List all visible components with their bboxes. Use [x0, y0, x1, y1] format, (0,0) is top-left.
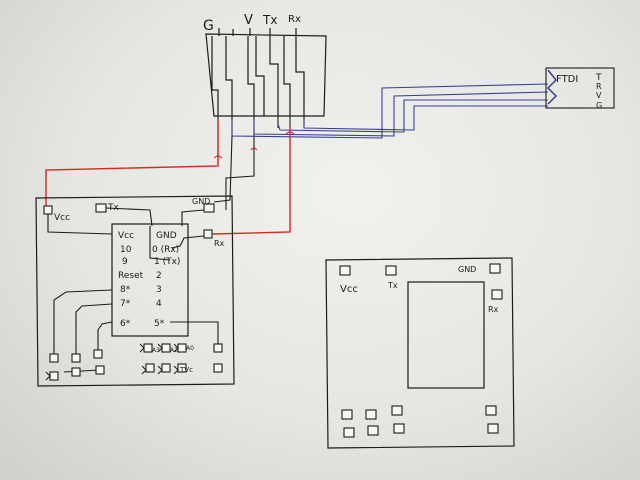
chip-pin-labels: Vcc GND 10 0 (Rx) 9 1 (Tx) Reset 2 8* 3 … [118, 231, 180, 329]
right-rx-label: Rx [488, 305, 499, 314]
pad-traces [47, 207, 205, 261]
right-board-pads [339, 263, 503, 438]
ftdi-title: FTDI [556, 74, 578, 85]
chip-pin-left-0: Vcc [118, 231, 134, 241]
connector-pin-label-g: G [203, 18, 214, 34]
small-label-a3: A3 [152, 347, 160, 354]
rx-pad [203, 229, 213, 239]
right-board [325, 257, 515, 449]
chip-pin-left-4: 8* [120, 285, 131, 295]
chip-pin-right-5: 4 [156, 299, 162, 309]
chip-pin-left-3: Reset [118, 271, 144, 281]
small-label-a2: A2 [170, 347, 178, 354]
chip-pin-left-6: 6* [120, 319, 131, 329]
chip-pin-right-6: 5* [154, 319, 165, 329]
right-tx-pad [385, 265, 397, 276]
ftdi-pin-r: R [596, 82, 602, 91]
connector-pin-label-rx: Rx [288, 14, 301, 25]
chip-pin-left-2: 9 [122, 257, 128, 267]
right-tx-label: Tx [387, 281, 398, 290]
blue-wires [231, 83, 549, 139]
small-label-a0: A0 [186, 345, 194, 352]
chip-pin-left-1: 10 [120, 245, 132, 255]
small-label-tvc: TVc [179, 366, 193, 374]
chip-pin-left-5: 7* [120, 299, 131, 309]
left-vcc-label: Vcc [54, 213, 70, 223]
right-gnd-pad [489, 263, 501, 274]
chip-pin-right-4: 3 [156, 285, 162, 295]
left-rx-label: Rx [214, 239, 225, 248]
chip-pin-right-1: 0 (Rx) [152, 245, 179, 255]
chip-traces [53, 289, 219, 373]
board-leads [213, 135, 255, 210]
tx-pad [95, 203, 107, 213]
chip-pin-right-2: 1 (Tx) [154, 257, 180, 267]
right-vcc-pad-top [339, 265, 351, 276]
ftdi-pin-t: T [595, 73, 602, 83]
ftdi-pin-g: G [596, 101, 602, 110]
connector-pin-label-tx: Tx [262, 13, 277, 27]
header-connector [205, 28, 327, 117]
left-gnd-label: GND [192, 197, 210, 206]
ftdi-adapter: FTDI T R V G [545, 67, 615, 110]
small-markings [45, 343, 179, 381]
wire-crossings [213, 131, 295, 159]
left-board [35, 195, 235, 387]
connector-pin-label-v: V [244, 13, 253, 28]
vcc-pad [43, 205, 53, 215]
right-vcc-label: Vcc [340, 284, 358, 295]
gnd-pad [203, 203, 215, 213]
right-rx-pad [491, 289, 503, 300]
red-wires [45, 120, 291, 235]
microcontroller-chip [111, 223, 189, 337]
right-board-chip-outline [407, 281, 485, 389]
chip-pin-right-3: 2 [156, 271, 162, 281]
chip-pin-right-0: GND [156, 231, 177, 241]
right-gnd-label: GND [458, 265, 476, 274]
ftdi-pin-v: V [596, 91, 602, 100]
